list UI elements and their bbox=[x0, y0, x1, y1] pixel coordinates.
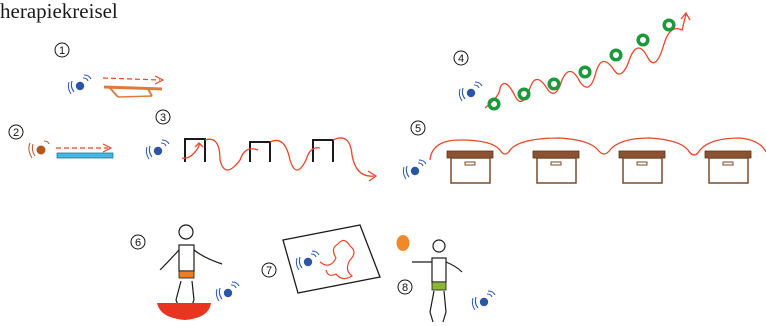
hurdle-path bbox=[182, 138, 374, 176]
spinning-top-icon bbox=[472, 291, 495, 310]
station-3: 3 bbox=[146, 110, 376, 181]
box-icon bbox=[619, 151, 665, 183]
station-number-3: 3 bbox=[160, 112, 166, 124]
bench-icon bbox=[103, 76, 163, 97]
spinning-top-icon bbox=[216, 282, 239, 301]
station-number-6: 6 bbox=[135, 237, 141, 249]
spinning-top-icon bbox=[403, 160, 426, 179]
box-icon bbox=[447, 151, 493, 183]
ring-icon bbox=[489, 20, 674, 109]
spinning-top-icon bbox=[459, 82, 482, 101]
station-number-4: 4 bbox=[458, 53, 464, 65]
box-icon bbox=[533, 151, 579, 183]
person-figure-icon bbox=[412, 240, 462, 322]
spinning-top-icon bbox=[146, 140, 169, 159]
station-7: 7 bbox=[262, 225, 380, 293]
station-number-8: 8 bbox=[402, 282, 408, 294]
station-1: 1 bbox=[55, 43, 163, 97]
station-6: 6 bbox=[131, 225, 239, 320]
station-2: 2 bbox=[9, 125, 113, 158]
slalom-path bbox=[485, 14, 686, 108]
station-number-1: 1 bbox=[59, 45, 65, 57]
balance-beam-icon bbox=[56, 144, 113, 158]
balance-board-icon bbox=[157, 303, 211, 320]
spinning-top-icon bbox=[68, 75, 91, 94]
belt-icon bbox=[432, 282, 446, 290]
hand-paddle-icon bbox=[397, 235, 410, 251]
station-8: 8 bbox=[397, 235, 496, 322]
station-4: 4 bbox=[454, 13, 690, 109]
person-figure-icon bbox=[160, 225, 222, 305]
station-number-7: 7 bbox=[266, 265, 272, 277]
belt-icon bbox=[179, 271, 194, 278]
station-5: 5 bbox=[403, 121, 766, 183]
station-number-2: 2 bbox=[13, 127, 19, 139]
box-icon bbox=[705, 151, 751, 183]
labyrinth-board-icon bbox=[283, 225, 380, 293]
station-number-5: 5 bbox=[415, 123, 421, 135]
orange-spinning-top-icon bbox=[29, 141, 49, 158]
